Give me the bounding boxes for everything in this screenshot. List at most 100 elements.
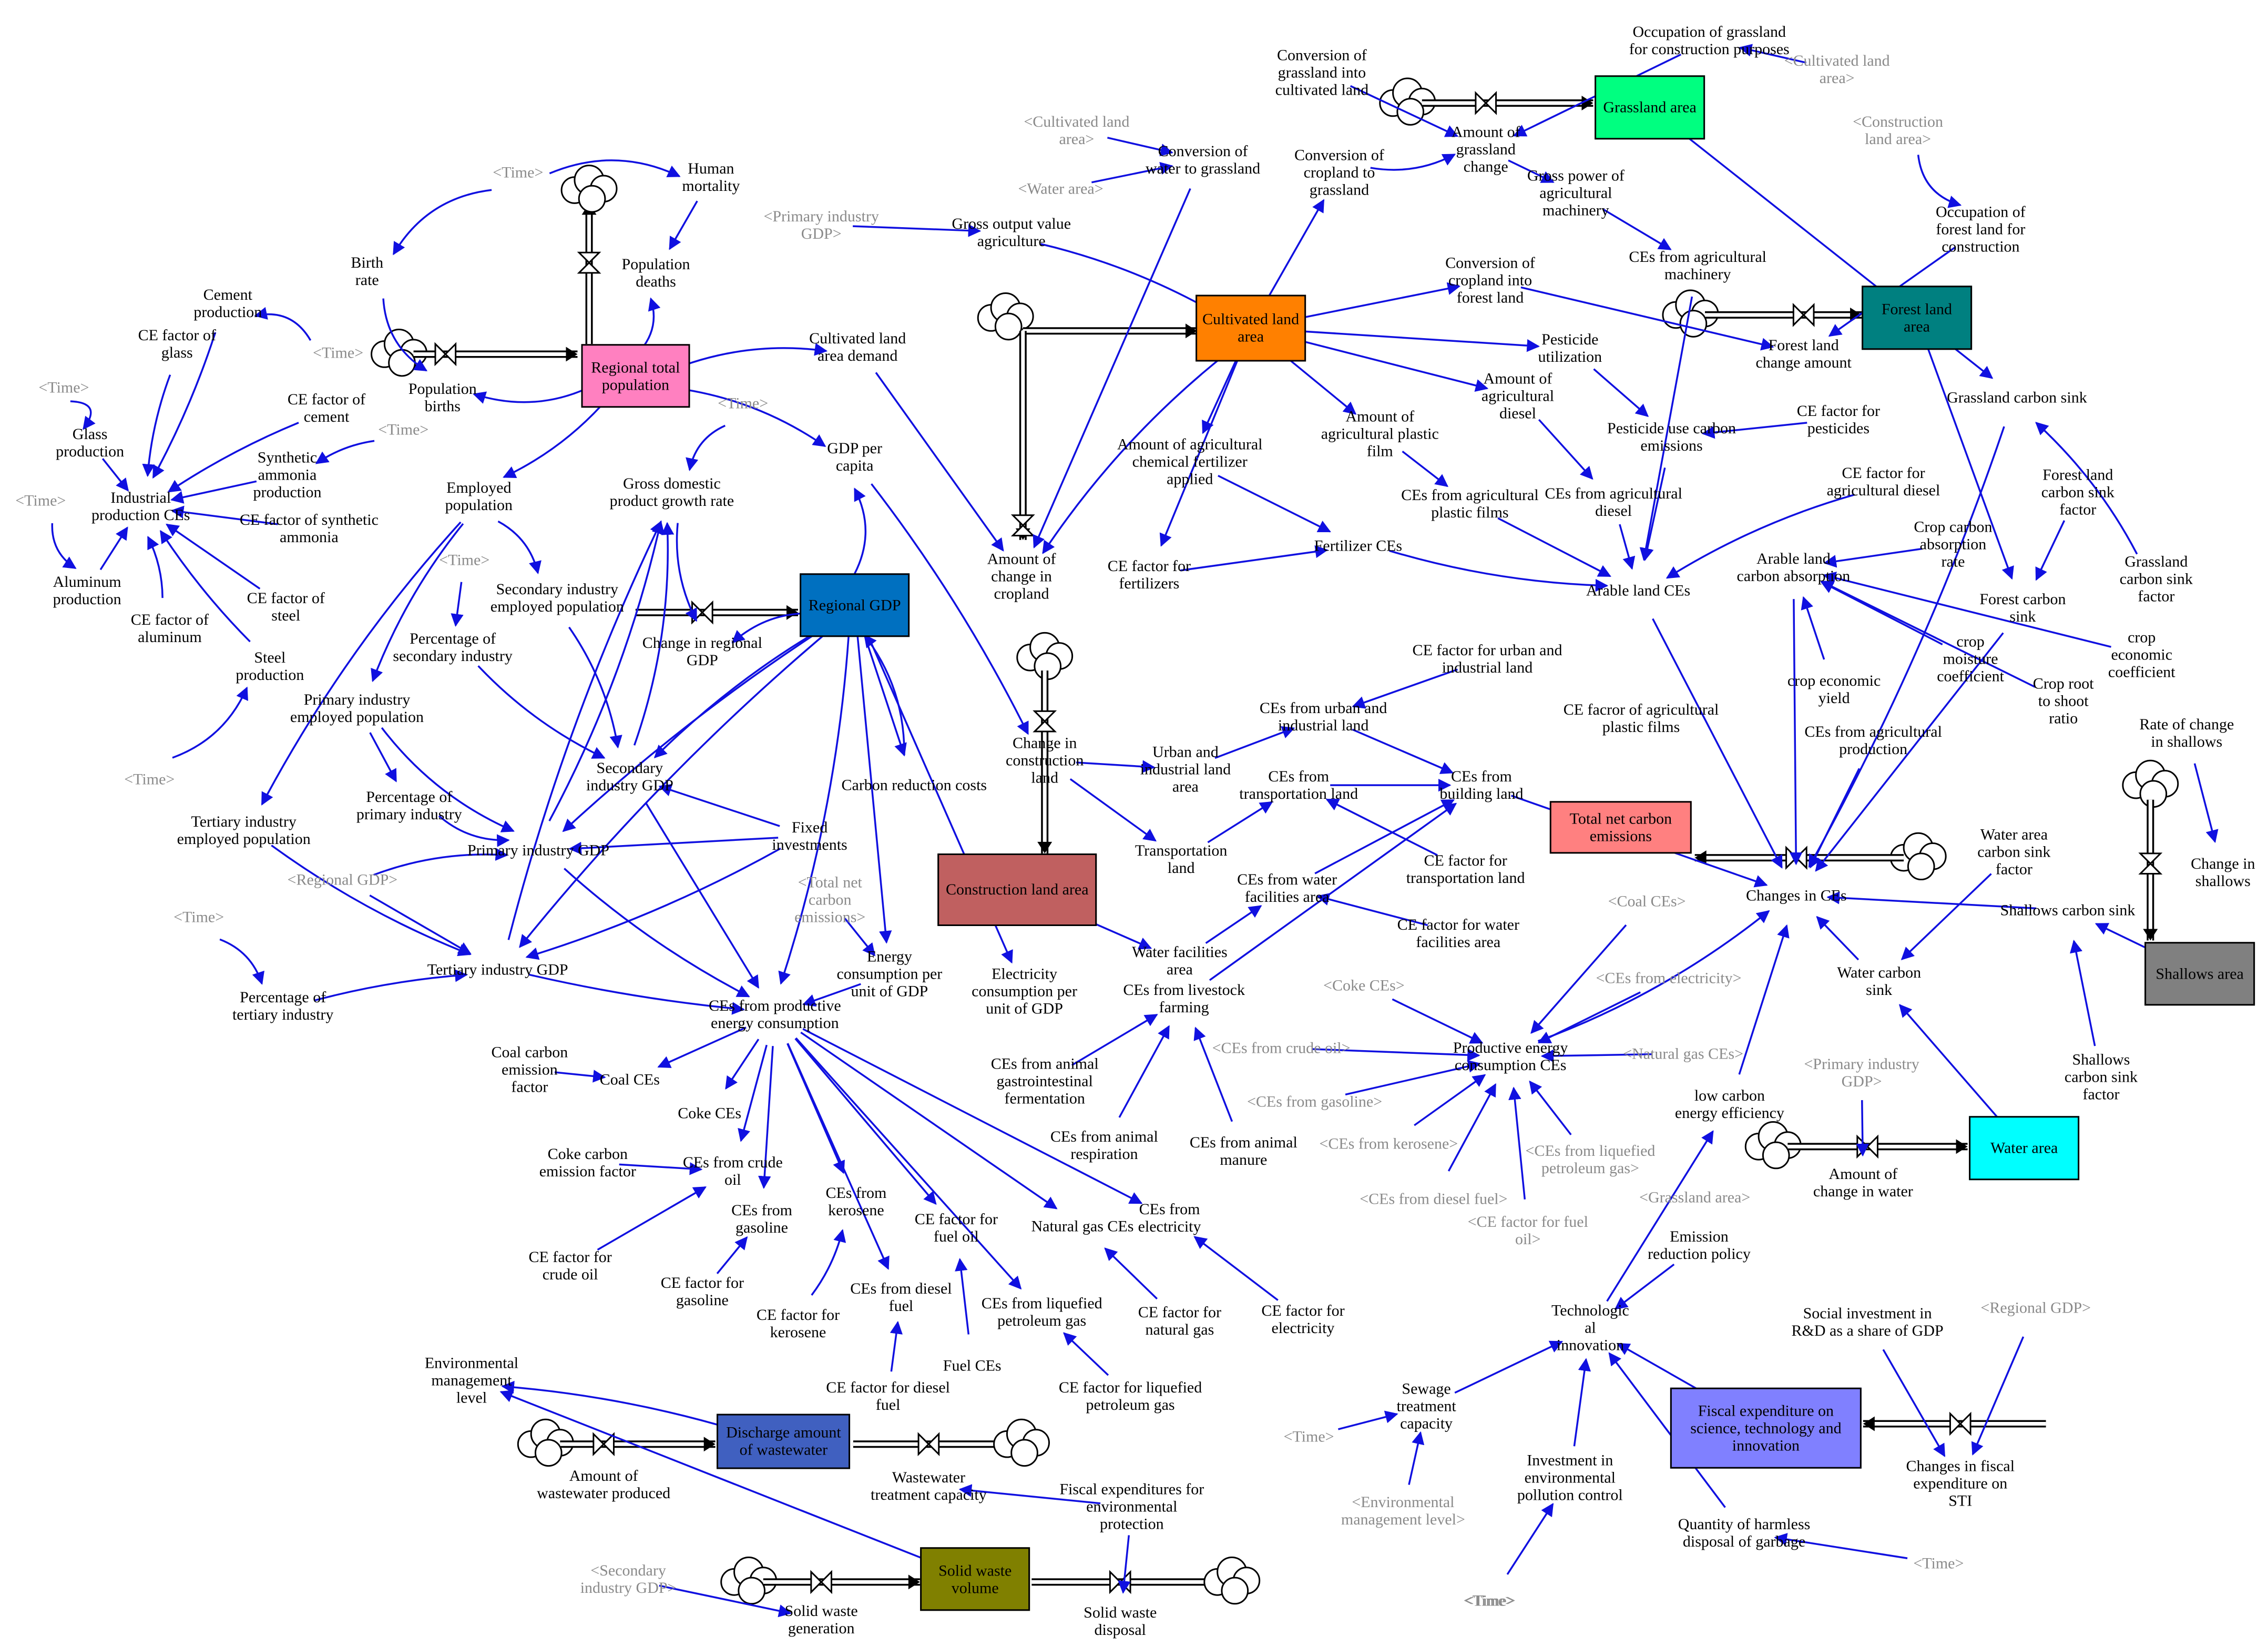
variable-fert_ces: Fertilizer CEs — [1314, 537, 1403, 555]
variable-ces_resp: CEs from animal respiration — [1050, 1127, 1158, 1163]
variable-ce_fert: CE factor for fertilizers — [1107, 557, 1191, 592]
link-energy_gdp-to-ce_prod_energy — [802, 983, 861, 1007]
variable-chg_gdp: Change in regional GDP — [642, 634, 762, 669]
variable-ce_prod_energy: CEs from productive energy consumption — [709, 997, 841, 1032]
link-ce_synth-to-ind_ces — [170, 505, 278, 525]
variable-pct_sec: Percentage of secondary industry — [393, 629, 513, 665]
link-prim_emp-to-prim_gdp — [381, 727, 515, 832]
link-forest_sink-to-changes_ces — [1815, 632, 2004, 872]
variable-ce_mach: CEs from agricultural machinery — [1629, 248, 1766, 283]
variable-fisc_env: Fiscal expenditures for environmental pr… — [1059, 1480, 1204, 1533]
link-coke_ef-to-crude_ces — [619, 1162, 703, 1175]
variable-amt_grass: Amount of grassland change — [1451, 123, 1520, 176]
variable-sw_gen: Solid waste generation — [784, 1602, 858, 1638]
link-ce_prod_energy-to-coal_ces — [657, 1026, 747, 1068]
variable-water_sink_f: Water area carbon sink factor — [1977, 826, 2051, 878]
link-s_time1-to-birth_rate — [392, 189, 492, 256]
link-cult-to-amt_diesel — [1281, 334, 1489, 392]
valve-deaths — [577, 251, 601, 274]
variable-sec_gdp: Secondary industry GDP — [586, 759, 673, 794]
variable-synth_amm: Synthetic ammonia production — [253, 449, 322, 501]
variable-forest_chg: Forest land change amount — [1755, 337, 1852, 372]
variable-fixed_inv: Fixed investments — [772, 818, 847, 853]
link-prim_gdp-to-gdp_growth — [548, 520, 665, 821]
valve-crop — [1010, 514, 1035, 536]
link-emission_policy-to-tech_innov — [1614, 1263, 1675, 1310]
variable-ww_treat: Wastewater treatment capacity — [871, 1469, 987, 1504]
valve-fiscal-shape — [1949, 1411, 1971, 1436]
stock-grass: Grassland area — [1595, 75, 1705, 139]
variable-gdp_pc: GDP per capita — [827, 440, 882, 475]
link-tert_gdp-to-gdp_growth — [507, 520, 662, 940]
stock-waste: Discharge amount of wastewater — [717, 1414, 851, 1469]
link-ce_f_water_fac-to-ces_water_fac — [1316, 893, 1428, 927]
variable-grass_sink_f: Grassland carbon sink factor — [2119, 553, 2193, 605]
link-emp_pop-to-sec_emp — [497, 520, 542, 574]
link-cult-to-amt_fert — [1202, 356, 1239, 434]
link-ce_prod_energy-to-lpg_ces — [795, 1037, 1022, 1290]
flow-sw-in-head — [908, 1574, 920, 1590]
variable-ind_ces: Industrial production CEs — [91, 489, 190, 524]
shadow-variable-s_kerosene: <CEs from kerosene> — [1319, 1135, 1458, 1153]
link-ces_resp-to-ces_livestock — [1118, 1025, 1170, 1118]
valve-shallows — [2138, 852, 2163, 875]
variable-human_mort: Human mortality — [682, 159, 740, 195]
link-ce_f_ag_diesel-to-arable_ces — [1666, 493, 1855, 579]
link-shallows_sink_f-to-shallows_sink — [2070, 939, 2096, 1046]
link-shallows_sink-to-changes_ces — [1826, 891, 2037, 910]
variable-energy_gdp: Energy consumption per unit of GDP — [836, 948, 943, 1000]
variable-pest_util: Pesticide utilization — [1538, 331, 1602, 366]
link-ce_prod_energy-to-gas_ces — [758, 1046, 774, 1189]
variable-cult_demand: Cultivated land area demand — [809, 329, 906, 364]
cloud-deaths — [560, 165, 618, 213]
link-s_coal-to-prod_energy — [1530, 924, 1627, 1034]
link-ce_alum-to-ind_ces — [147, 536, 164, 598]
cloud-ces — [1889, 832, 1947, 881]
link-s_diesel-to-prod_energy — [1447, 1083, 1497, 1172]
link-arable_abs-to-changes_ces — [1789, 599, 1803, 866]
shadow-variable-s_elec: <CEs from electricity> — [1596, 969, 1742, 987]
variable-water_sink: Water carbon sink — [1837, 963, 1922, 999]
variable-coke_ef: Coke carbon emission factor — [539, 1145, 636, 1180]
link-s_time6-to-gdp_growth — [686, 424, 726, 471]
variable-amt_fert: Amount of agricultural chemical fertiliz… — [1117, 435, 1263, 488]
cloud-sw-out — [1203, 1556, 1261, 1605]
link-gdp-to-ce_prod_energy — [778, 636, 850, 985]
variable-ces_ag_prod: CEs from agricultural production — [1804, 723, 1942, 758]
link-conv_grass_cult-to-amt_grass — [1350, 85, 1459, 137]
shadow-variable-s_reggdp2: <Regional GDP> — [1980, 1299, 2091, 1317]
link-ce_lpg-to-lpg_ces — [1063, 1332, 1109, 1376]
shadow-variable-s_secgdp: <Secondary industry GDP> — [580, 1561, 677, 1597]
cloud-ww-out-puff — [1010, 1439, 1038, 1467]
link-s_netce-to-energy_gdp — [844, 918, 876, 957]
variable-rate_shallows: Rate of change in shallows — [2139, 715, 2234, 750]
shadow-variable-s_primgdp2: <Primary industry GDP> — [1804, 1055, 1919, 1090]
link-ce_mach-to-arable_ces — [1639, 296, 1693, 561]
link-water_sink_f-to-water_sink — [1901, 873, 1992, 960]
valve-ww-in-shape — [592, 1432, 615, 1457]
link-ce_fert-to-fert_ces — [1180, 545, 1329, 572]
shadow-variable-s_lpg: <CEs from liquefied petroleum gas> — [1525, 1142, 1656, 1177]
link-s_coke-to-prod_energy — [1392, 998, 1484, 1044]
link-carbon_red-to-gdp — [863, 634, 905, 756]
variable-ces_livestock: CEs from livestock farming — [1123, 981, 1245, 1016]
stock-pop: Regional total population — [581, 344, 690, 408]
variable-crop_yield: crop economic yield — [1787, 672, 1881, 707]
valve-shallows-shape — [2138, 852, 2163, 875]
link-conv_crop_grass-to-amt_grass — [1370, 154, 1456, 171]
link-cult-to-ce_fert — [1159, 357, 1240, 547]
link-s_lpg-to-prod_energy — [1529, 1080, 1572, 1135]
link-ce_prod_energy-to-diesel_ces — [786, 1043, 890, 1270]
link-crop_abs_rate-to-arable_abs — [1823, 547, 1922, 568]
link-ce_prod_energy-to-coke_ces — [725, 1039, 760, 1090]
flow-constr-head — [1037, 841, 1053, 853]
link-rate_shallows-to-chg_shallows — [2193, 763, 2219, 843]
variable-ces_gastro: CEs from animal gastrointestinal ferment… — [990, 1055, 1099, 1107]
shadow-variable-s_primgdp: <Primary industry GDP> — [763, 207, 879, 242]
link-s_cult1-to-conv_water — [1107, 137, 1173, 157]
link-cult-to-conv_crop_grass — [1265, 199, 1325, 301]
flow-shallows-head — [2143, 929, 2158, 941]
link-s_time3-to-glass_prod — [70, 400, 96, 430]
link-cement_prod-to-ind_ces — [152, 332, 217, 479]
